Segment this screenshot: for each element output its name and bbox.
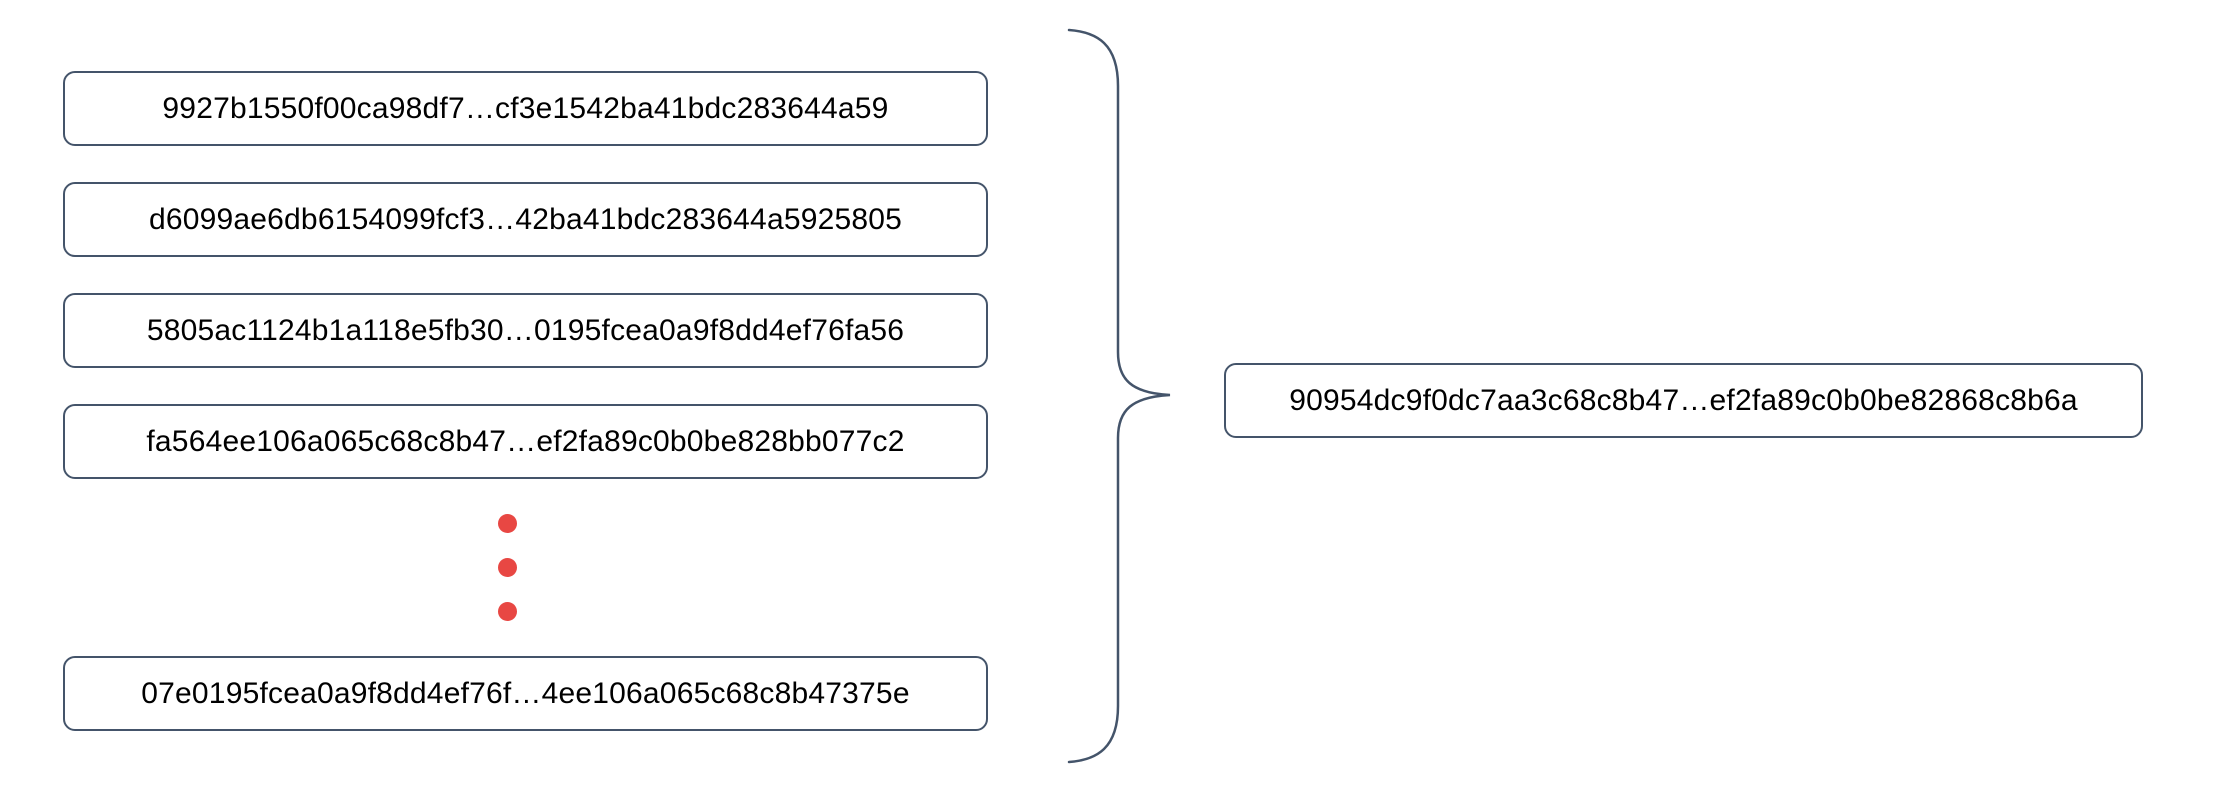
hash-box-2: d6099ae6db6154099fcf3…42ba41bdc283644a59… xyxy=(63,182,988,257)
hash-box-3: 5805ac1124b1a118e5fb30…0195fcea0a9f8dd4e… xyxy=(63,293,988,368)
hash-box-last: 07e0195fcea0a9f8dd4ef76f…4ee106a065c68c8… xyxy=(63,656,988,731)
ellipsis-dot-3 xyxy=(498,602,517,621)
hash-box-last-label: 07e0195fcea0a9f8dd4ef76f…4ee106a065c68c8… xyxy=(141,676,910,710)
hash-box-4: fa564ee106a065c68c8b47…ef2fa89c0b0be828b… xyxy=(63,404,988,479)
ellipsis-dot-1 xyxy=(498,514,517,533)
hash-box-4-label: fa564ee106a065c68c8b47…ef2fa89c0b0be828b… xyxy=(146,424,905,458)
ellipsis-dot-2 xyxy=(498,558,517,577)
hash-box-1: 9927b1550f00ca98df7…cf3e1542ba41bdc28364… xyxy=(63,71,988,146)
hash-box-1-label: 9927b1550f00ca98df7…cf3e1542ba41bdc28364… xyxy=(162,91,889,125)
hash-box-2-label: d6099ae6db6154099fcf3…42ba41bdc283644a59… xyxy=(148,202,903,236)
hash-box-3-label: 5805ac1124b1a118e5fb30…0195fcea0a9f8dd4e… xyxy=(146,313,905,347)
result-hash-box: 90954dc9f0dc7aa3c68c8b47…ef2fa89c0b0be82… xyxy=(1224,363,2143,438)
result-hash-label: 90954dc9f0dc7aa3c68c8b47…ef2fa89c0b0be82… xyxy=(1289,383,2078,417)
